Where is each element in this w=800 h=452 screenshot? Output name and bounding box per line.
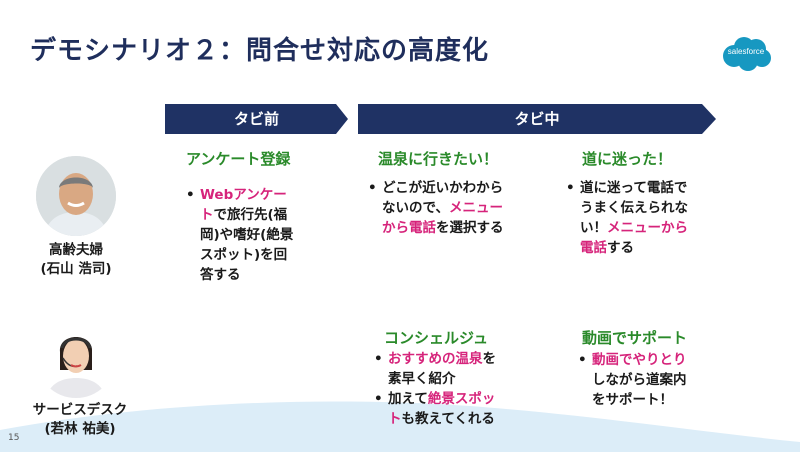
- highlight-text: Web: [200, 187, 234, 203]
- text-line: 道に迷って電話で: [580, 178, 716, 198]
- highlight-text: ト: [388, 411, 402, 427]
- person-subname: (若林 祐美): [44, 421, 116, 437]
- body-text: しながら道案内: [592, 372, 687, 388]
- person-name: サービスデスク: [32, 402, 128, 418]
- banner-during-trip: タビ中: [358, 104, 716, 134]
- body-text: を選択する: [436, 220, 504, 236]
- text-line: 答する: [200, 265, 326, 285]
- body-text: い！: [580, 220, 607, 236]
- text-line: 電話する: [580, 238, 716, 258]
- text-line: スポット)を回: [200, 245, 326, 265]
- banner-label: タビ中: [514, 110, 560, 128]
- body-text: スポット)を回: [200, 247, 288, 263]
- text-line: 岡)や嗜好(絶景: [200, 225, 326, 245]
- body-text: も教えてくれる: [401, 411, 495, 427]
- cloud-icon: [723, 37, 771, 71]
- text-line: うまく伝えられな: [580, 198, 716, 218]
- text-line: ないので、メニュー: [382, 198, 538, 218]
- banner-arrow: [358, 104, 716, 134]
- text-line: から電話を選択する: [382, 218, 538, 238]
- body-text: どこが近いかわから: [382, 180, 504, 196]
- logo-text: salesforce: [727, 47, 765, 56]
- body-text: をサポート！: [592, 392, 673, 408]
- person-name: 高齢夫婦: [49, 242, 103, 258]
- heading-video-support: 動画でサポート: [582, 329, 688, 347]
- page-number: 15: [8, 433, 20, 443]
- highlight-text: メニューから: [607, 220, 688, 236]
- text-line: トも教えてくれる: [388, 409, 524, 429]
- text-line: Webアンケー: [200, 185, 326, 205]
- text-line: 加えて絶景スポッ: [388, 389, 524, 409]
- highlight-text: おすすめの温泉: [388, 351, 483, 367]
- highlight-text: 電話: [580, 240, 607, 256]
- text-line: い！メニューから: [580, 218, 716, 238]
- person-label-elderly: 高齢夫婦 (石山 浩司): [24, 241, 128, 279]
- body-text: ないので、: [382, 200, 449, 216]
- text-line: おすすめの温泉を: [388, 349, 524, 369]
- slide-title: デモシナリオ２：問合せ対応の高度化: [30, 36, 490, 66]
- heading-onsen: 温泉に行きたい！: [378, 150, 499, 168]
- person-label-service-desk: サービスデスク (若林 祐美): [22, 401, 138, 439]
- highlight-text: から電話: [382, 220, 436, 236]
- salesforce-logo: salesforce: [718, 34, 774, 74]
- avatar-service-desk: [36, 318, 116, 398]
- text-line: 動画でやりとり: [592, 350, 718, 370]
- highlight-text: メニュー: [448, 200, 503, 216]
- highlight-text: 動画でやりとり: [592, 352, 687, 368]
- body-text: 加えて: [388, 391, 428, 407]
- text-line: しながら道案内: [592, 370, 718, 390]
- banner-before-trip: タビ前: [165, 104, 348, 134]
- body-text: で旅行先(福: [213, 207, 288, 223]
- highlight-text: 絶景スポッ: [427, 391, 496, 407]
- text-line: トで旅行先(福: [200, 205, 326, 225]
- text-line: 素早く紹介: [388, 369, 524, 389]
- heading-survey: アンケート登録: [186, 150, 291, 168]
- highlight-text: アンケー: [233, 187, 287, 203]
- text-line: をサポート！: [592, 390, 718, 410]
- banner-arrow: [165, 104, 348, 134]
- body-text: を: [482, 351, 497, 367]
- banner-label: タビ前: [233, 110, 279, 128]
- avatar-elderly-man: [36, 156, 116, 236]
- body-text: 道に迷って電話で: [580, 180, 688, 196]
- body-text: うまく伝えられな: [580, 200, 688, 216]
- body-text: 素早く紹介: [388, 371, 456, 387]
- heading-lost: 道に迷った！: [582, 150, 673, 168]
- highlight-text: ト: [200, 207, 214, 223]
- body-text: する: [607, 240, 634, 256]
- body-text: 答する: [200, 267, 241, 283]
- text-line: どこが近いかわから: [382, 178, 538, 198]
- person-subname: (石山 浩司): [40, 261, 112, 277]
- heading-concierge: コンシェルジュ: [384, 329, 488, 347]
- body-text: 岡)や嗜好(絶景: [200, 227, 294, 243]
